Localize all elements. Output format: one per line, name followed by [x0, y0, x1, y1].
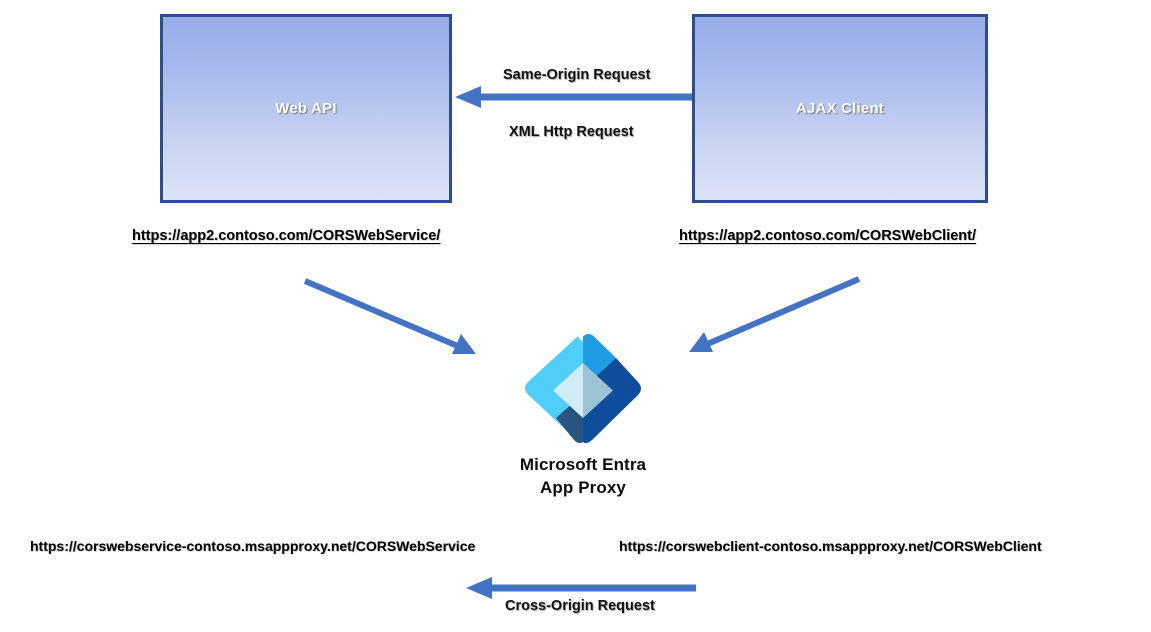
web-api-url-link[interactable]: https://app2.contoso.com/CORSWebService/ [132, 228, 441, 244]
cross-origin-request-arrow [466, 577, 696, 599]
microsoft-entra-app-proxy-node: Microsoft Entra App Proxy [463, 330, 703, 500]
same-origin-request-label: Same-Origin Request [503, 67, 651, 83]
ajax-client-url-link[interactable]: https://app2.contoso.com/CORSWebClient/ [679, 228, 976, 244]
entra-caption-line-2: App Proxy [540, 477, 626, 497]
web-client-proxy-url: https://corswebclient-contoso.msappproxy… [619, 538, 1042, 554]
cross-origin-request-label: Cross-Origin Request [505, 598, 655, 614]
web-service-proxy-url: https://corswebservice-contoso.msappprox… [30, 538, 476, 554]
microsoft-entra-logo-icon [525, 334, 641, 444]
ajax-client-box: AJAX Client [692, 14, 988, 203]
ajax-client-box-label: AJAX Client [795, 100, 885, 117]
ajax-client-to-proxy-arrow [689, 276, 861, 352]
same-origin-request-arrow [455, 86, 692, 108]
web-api-box-label: Web API [275, 100, 337, 117]
xml-http-request-label: XML Http Request [509, 124, 634, 140]
web-api-box: Web API [160, 14, 452, 203]
entra-caption-line-1: Microsoft Entra [519, 455, 647, 474]
web-api-to-proxy-arrow [303, 278, 476, 354]
